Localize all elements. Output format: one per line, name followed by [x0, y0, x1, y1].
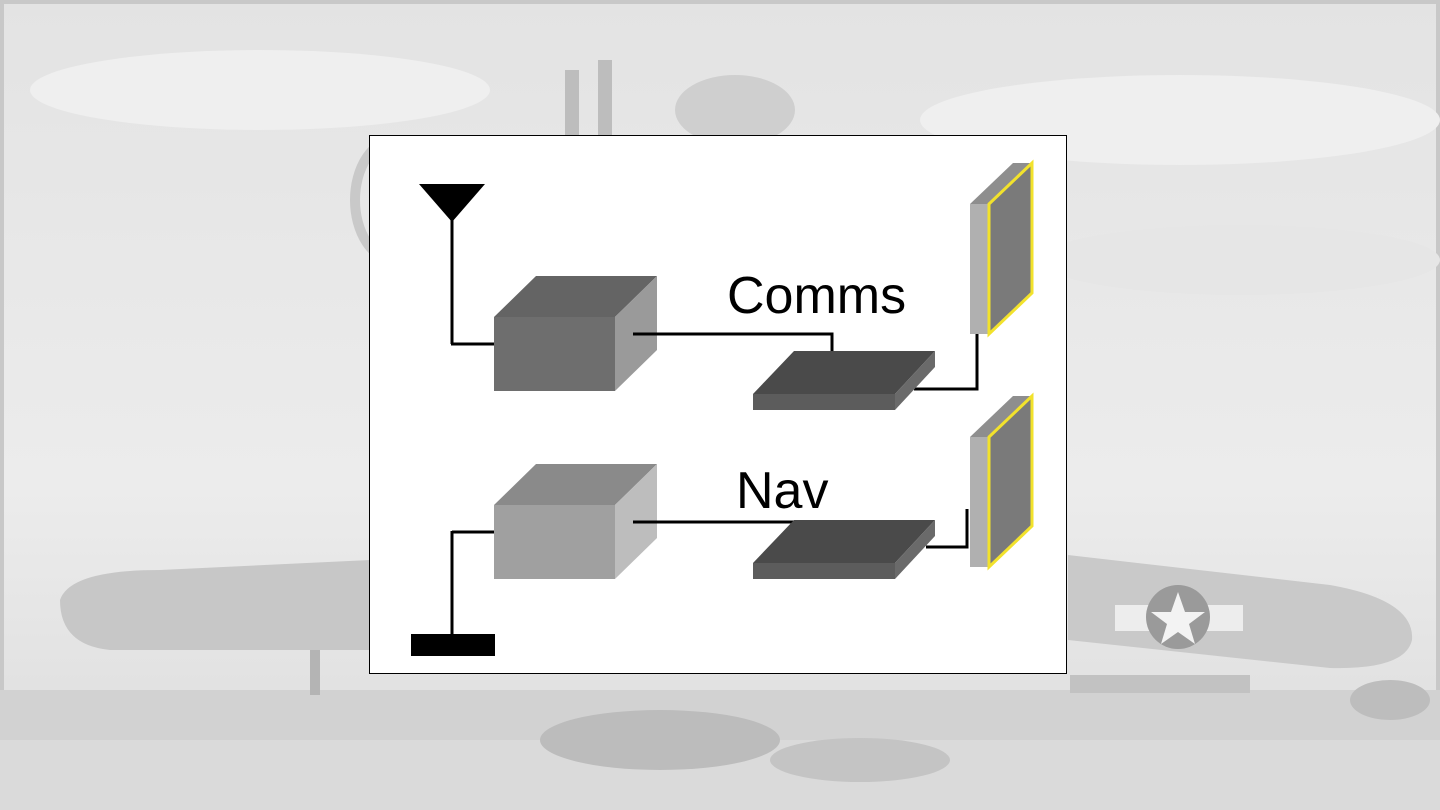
antenna-icon [419, 184, 496, 346]
comms-control-unit [753, 351, 935, 410]
avionics-diagram [411, 159, 1034, 656]
nav-control-unit [753, 520, 935, 579]
nav-radio-box [494, 464, 657, 579]
comms-label: Comms [727, 267, 907, 325]
comms-radio-box [494, 276, 657, 391]
diagram-panel: Comms Nav [369, 135, 1067, 674]
comms-display-panel [970, 159, 1034, 338]
ground-icon [411, 530, 495, 656]
nav-display-panel [970, 392, 1034, 571]
nav-label: Nav [736, 462, 829, 520]
